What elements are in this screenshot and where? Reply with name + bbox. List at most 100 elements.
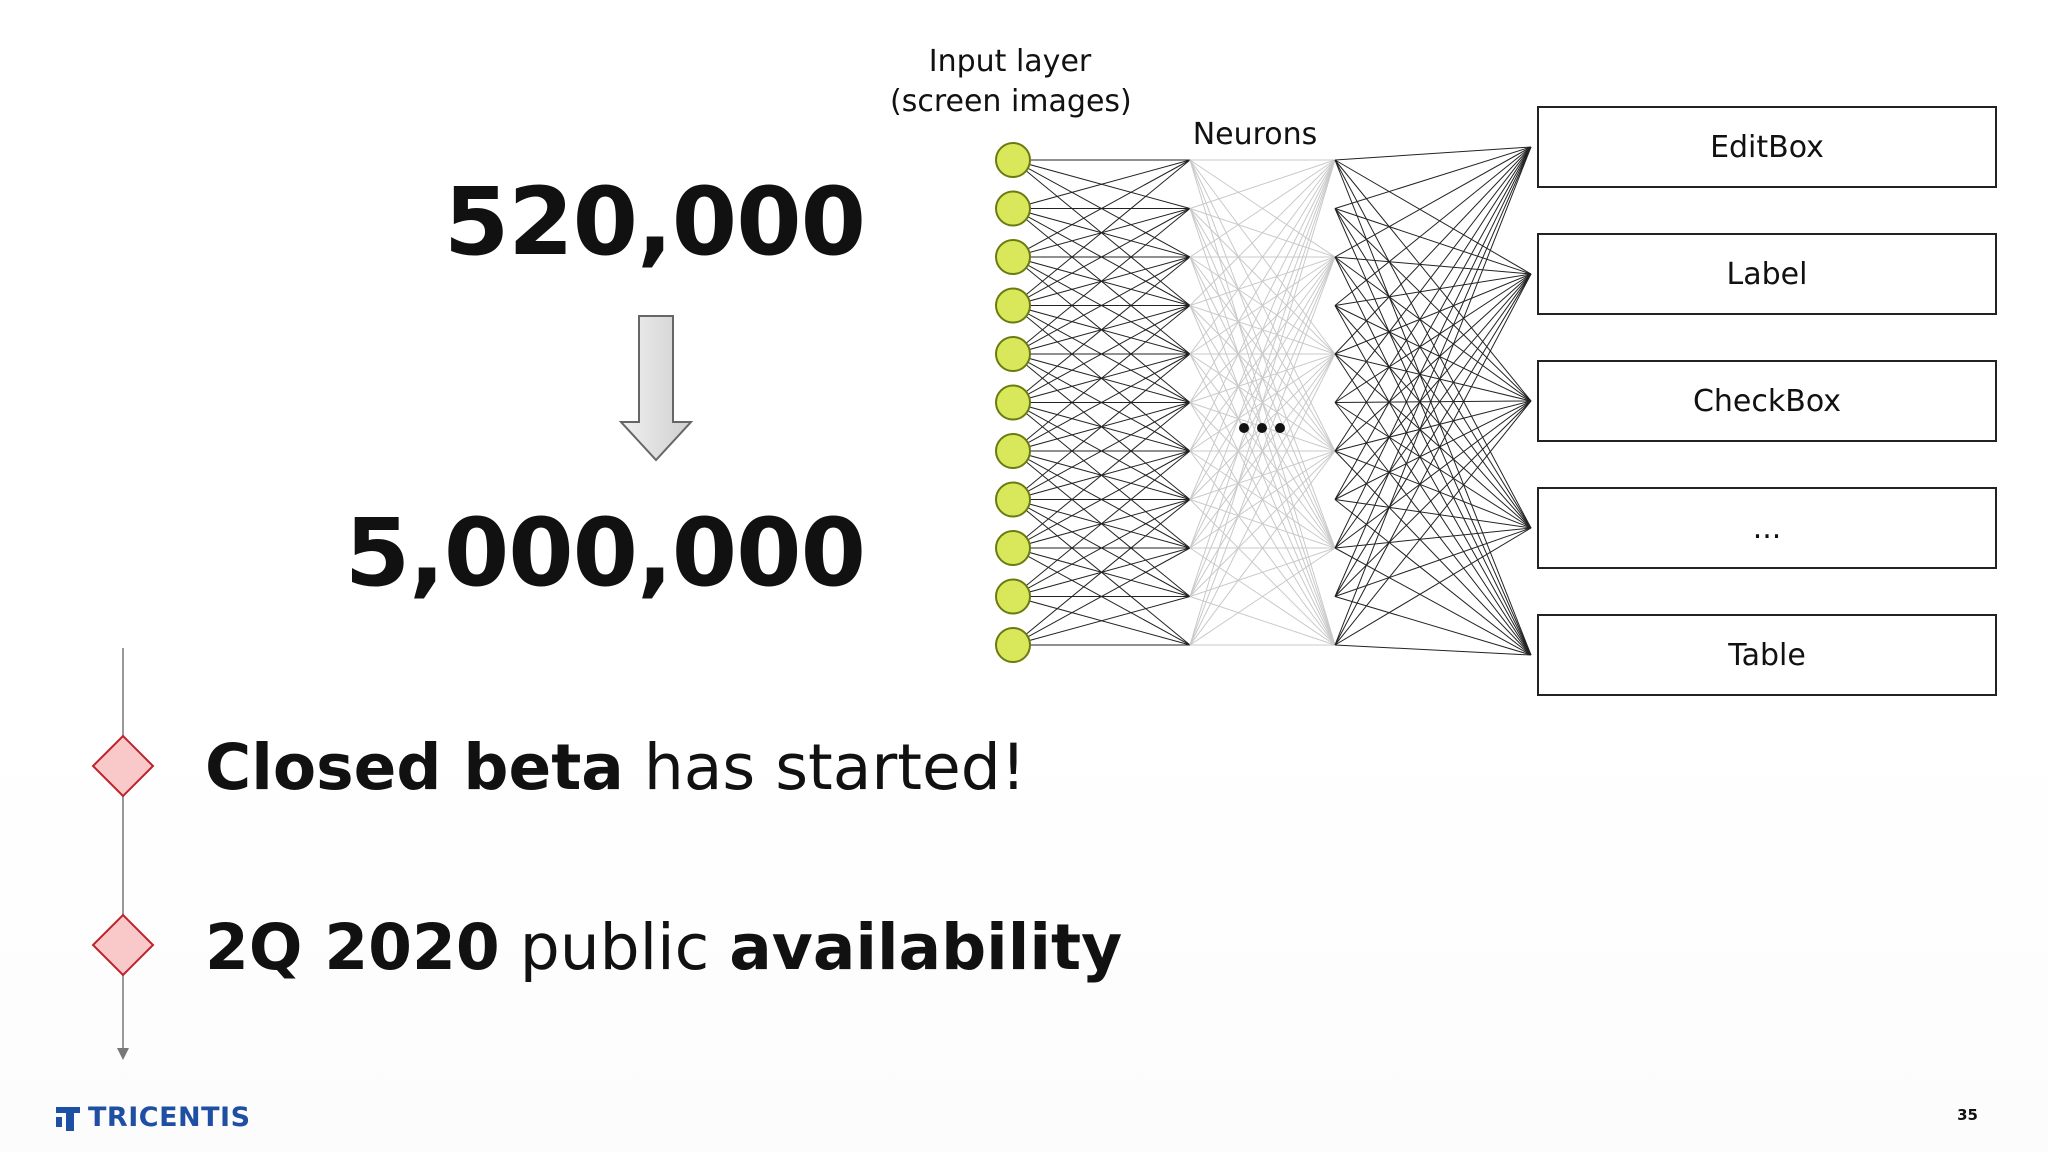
connection-line xyxy=(1189,159,1336,355)
connection-line xyxy=(1189,159,1336,403)
connection-line xyxy=(1334,305,1532,529)
connection-line xyxy=(1012,450,1191,549)
connection-line xyxy=(1189,159,1336,258)
connection-line xyxy=(1334,353,1532,529)
connection-line xyxy=(1012,208,1191,355)
input-node xyxy=(995,481,1031,518)
input-node xyxy=(995,433,1031,469)
connection-line xyxy=(1334,146,1532,597)
connection-line xyxy=(1012,547,1191,646)
connection-line xyxy=(1334,273,1532,646)
connection-line xyxy=(1189,159,1336,452)
connection-line xyxy=(1189,547,1336,597)
output-box-more: ... xyxy=(1537,487,1997,569)
connection-line xyxy=(1012,499,1191,597)
connection-line xyxy=(1334,256,1532,656)
connection-line xyxy=(1012,208,1191,306)
input-node xyxy=(995,190,1031,227)
connection-line xyxy=(1334,400,1532,452)
connection-line xyxy=(1334,146,1532,549)
connection-line xyxy=(1012,450,1191,597)
connection-line xyxy=(1334,450,1532,529)
connection-line xyxy=(1334,527,1532,646)
input-layer-sublabel: (screen images) xyxy=(890,84,1132,119)
connection-line xyxy=(1334,146,1532,306)
connection-line xyxy=(1334,208,1532,402)
connection-line xyxy=(1334,159,1532,275)
input-node xyxy=(995,530,1031,566)
connection-line xyxy=(1189,159,1336,597)
input-node xyxy=(995,239,1031,275)
connection-line xyxy=(1189,596,1336,646)
connection-line xyxy=(1334,256,1532,275)
connection-line xyxy=(1334,305,1532,656)
connection-line xyxy=(1334,547,1532,656)
connection-line xyxy=(1012,159,1191,209)
connection-line xyxy=(1012,159,1191,306)
connection-line xyxy=(1334,208,1532,656)
connection-line xyxy=(1012,305,1191,403)
connection-line xyxy=(1334,644,1532,656)
connection-line xyxy=(1334,146,1532,403)
connection-line xyxy=(1334,353,1532,656)
connection-line xyxy=(1334,273,1532,549)
connection-line xyxy=(1334,256,1532,529)
connection-line xyxy=(1334,527,1532,597)
connection-line xyxy=(1334,400,1532,500)
big-number-top: 520,000 xyxy=(443,168,866,277)
timeline xyxy=(91,648,155,1060)
connection-line xyxy=(1012,159,1191,258)
connection-line xyxy=(1334,353,1532,402)
connection-line xyxy=(1334,208,1532,275)
connection-line xyxy=(1012,499,1191,646)
neurons-label: Neurons xyxy=(1192,117,1318,152)
connection-line xyxy=(1334,159,1532,529)
down-arrow-icon xyxy=(618,315,694,462)
connection-line xyxy=(1334,146,1532,500)
connection-line xyxy=(1334,273,1532,306)
connection-line xyxy=(1334,273,1532,452)
connection-line xyxy=(1189,159,1336,549)
connection-line xyxy=(1012,256,1191,403)
connection-line xyxy=(1334,146,1532,258)
connection-line xyxy=(1334,400,1532,403)
logo-text: TRICENTIS xyxy=(88,1102,251,1133)
connection-line xyxy=(1334,305,1532,402)
connection-line xyxy=(1334,527,1532,549)
connection-line xyxy=(1189,353,1336,646)
connection-line xyxy=(1334,256,1532,402)
page-number: 35 xyxy=(1957,1106,1978,1124)
input-layer-label: Input layer xyxy=(928,44,1092,79)
bullet-public-availability: 2Q 2020 public availability xyxy=(205,916,1122,979)
connection-line xyxy=(1189,159,1336,209)
bullet-normal: public xyxy=(499,911,730,984)
connection-line xyxy=(1334,146,1532,452)
connection-line xyxy=(1334,146,1532,646)
output-box-checkbox: CheckBox xyxy=(1537,360,1997,442)
connection-line xyxy=(1189,450,1336,597)
diamond-icon xyxy=(91,913,155,977)
neural-network-diagram xyxy=(995,142,1532,663)
connection-line xyxy=(1334,146,1532,161)
connection-line xyxy=(1334,273,1532,500)
output-box-table: Table xyxy=(1537,614,1997,696)
connection-line xyxy=(1334,146,1532,209)
input-node xyxy=(995,578,1031,615)
connection-line xyxy=(1012,402,1191,549)
bullet-normal: has started! xyxy=(623,731,1026,804)
bullet-bold-end: availability xyxy=(729,911,1123,984)
connection-line xyxy=(1189,159,1336,306)
connection-line xyxy=(1012,596,1191,646)
connection-line xyxy=(1012,402,1191,500)
connection-line xyxy=(1012,305,1191,452)
connection-line xyxy=(1334,596,1532,656)
connection-line xyxy=(1334,400,1532,597)
connection-line xyxy=(1189,159,1336,646)
input-node xyxy=(995,287,1031,324)
output-box-label: Label xyxy=(1537,233,1997,315)
connection-line xyxy=(1334,499,1532,656)
connection-line xyxy=(1334,159,1532,402)
input-node xyxy=(995,627,1031,663)
tricentis-logo: TRICENTIS xyxy=(56,1102,251,1133)
